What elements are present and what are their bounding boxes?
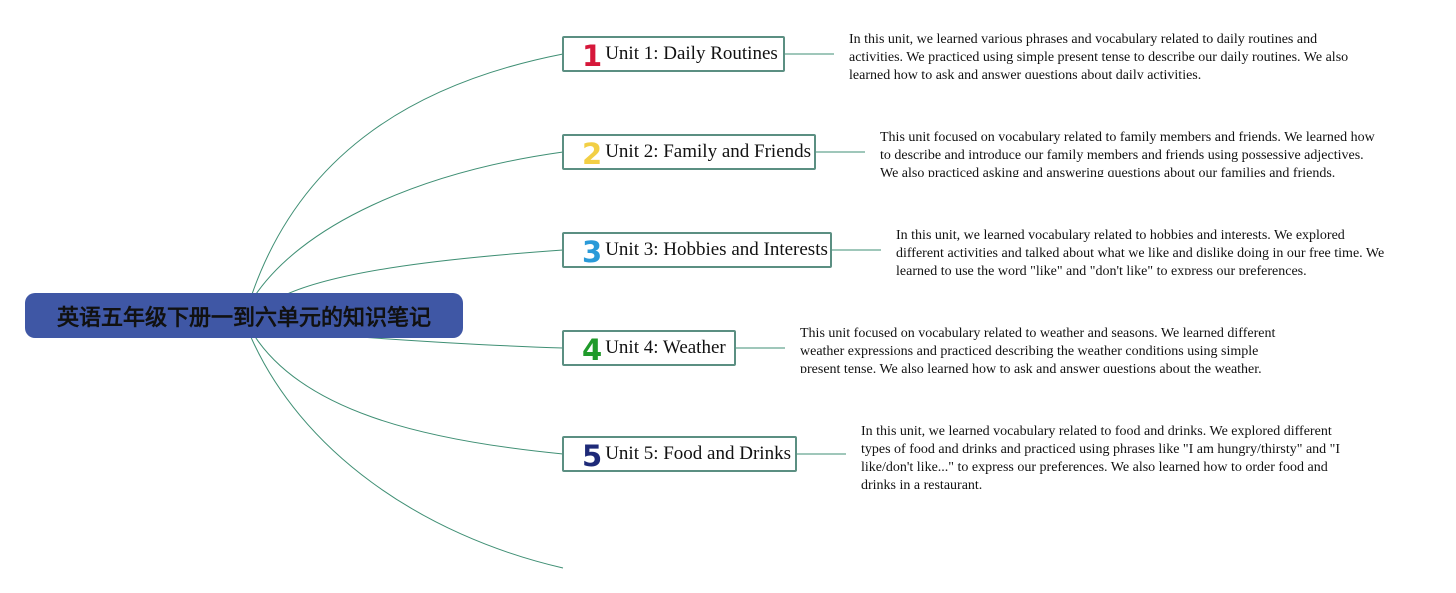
unit-number-5-icon: 5 bbox=[582, 438, 603, 473]
branch-curve-unit-5 bbox=[251, 331, 564, 455]
branch-curve-unit-6 bbox=[249, 334, 564, 569]
unit-note-5: In this unit, we learned vocabulary rela… bbox=[861, 424, 1341, 489]
branch-curve-unit-3 bbox=[284, 249, 564, 296]
unit-topic-1[interactable]: 1 Unit 1: Daily Routines bbox=[562, 36, 785, 72]
unit-label-3: Unit 3: Hobbies and Interests bbox=[605, 239, 828, 260]
unit-label-2: Unit 2: Family and Friends bbox=[605, 141, 812, 162]
branch-curve-unit-1 bbox=[249, 53, 564, 301]
unit-label-4: Unit 4: Weather bbox=[605, 337, 726, 358]
branch-curve-unit-2 bbox=[251, 151, 564, 301]
root-topic[interactable]: 英语五年级下册一到六单元的知识笔记 bbox=[25, 293, 463, 338]
unit-number-3-icon: 3 bbox=[582, 234, 603, 269]
unit-topic-2[interactable]: 2 Unit 2: Family and Friends bbox=[562, 134, 816, 170]
unit-label-1: Unit 1: Daily Routines bbox=[605, 43, 778, 64]
unit-label-5: Unit 5: Food and Drinks bbox=[605, 443, 791, 464]
unit-note-4: This unit focused on vocabulary related … bbox=[800, 326, 1276, 373]
unit-note-2: This unit focused on vocabulary related … bbox=[880, 130, 1375, 177]
root-topic-title: 英语五年级下册一到六单元的知识笔记 bbox=[56, 305, 431, 331]
unit-topic-3[interactable]: 3 Unit 3: Hobbies and Interests bbox=[562, 232, 832, 268]
unit-number-2-icon: 2 bbox=[582, 136, 603, 171]
unit-topic-4[interactable]: 4 Unit 4: Weather bbox=[562, 330, 736, 366]
unit-topic-5[interactable]: 5 Unit 5: Food and Drinks bbox=[562, 436, 797, 472]
unit-number-1-icon: 1 bbox=[582, 38, 603, 73]
branch-curve-unit-4 bbox=[359, 336, 564, 349]
unit-number-4-icon: 4 bbox=[582, 332, 603, 367]
unit-note-3: In this unit, we learned vocabulary rela… bbox=[896, 228, 1385, 275]
unit-note-1: In this unit, we learned various phrases… bbox=[849, 32, 1349, 79]
